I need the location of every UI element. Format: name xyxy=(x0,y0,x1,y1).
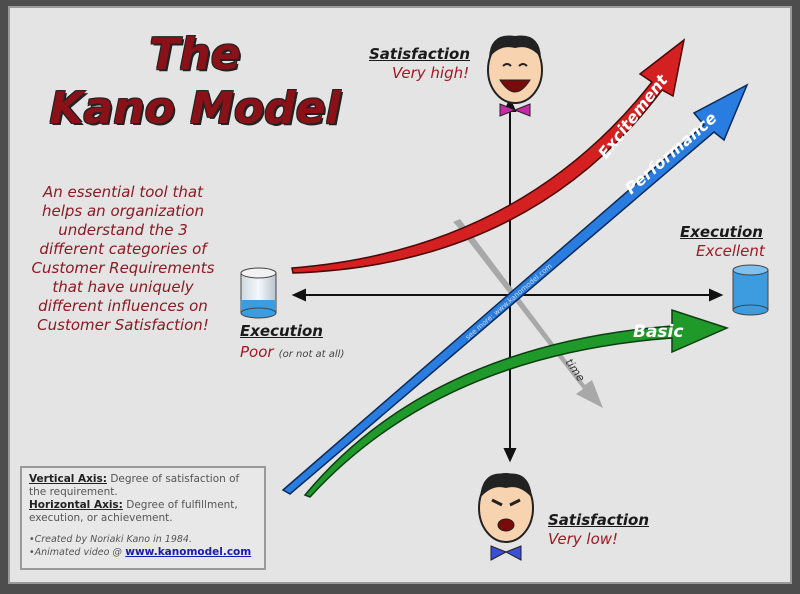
horizontal-axis-legend-label: Horizontal Axis: xyxy=(29,499,123,511)
title-line-2: Kano Model xyxy=(49,83,341,134)
bottom-axis-label: Satisfaction xyxy=(548,511,650,529)
kanomodel-link[interactable]: www.kanomodel.com xyxy=(125,546,252,558)
credit-text: •Created by Noriaki Kano in 1984. xyxy=(29,534,192,545)
top-axis-label: Satisfaction xyxy=(369,45,471,63)
description: An essential tool that helps an organiza… xyxy=(31,183,215,334)
left-axis-value-text: Poor xyxy=(240,343,274,361)
vertical-axis-legend-text: Degree of satisfaction of the requiremen… xyxy=(29,473,240,498)
vertical-axis-legend-label: Vertical Axis: xyxy=(29,473,107,485)
basic-curve: Basic xyxy=(303,308,730,498)
horizontal-axis-legend-text: Degree of fulfillment, execution, or ach… xyxy=(29,499,238,524)
cylinder-empty-icon xyxy=(240,267,277,319)
left-axis-value: Poor (or not at all) xyxy=(240,342,344,361)
time-label: time xyxy=(563,356,588,384)
left-axis-note: (or not at all) xyxy=(278,349,345,360)
legend-box: Vertical Axis: Degree of satisfaction of… xyxy=(20,466,266,570)
angry-face-icon xyxy=(478,473,534,561)
cylinder-full-icon xyxy=(732,264,769,316)
left-axis-label: Execution xyxy=(240,322,323,340)
video-prefix: •Animated video @ xyxy=(29,547,122,558)
top-axis-value: Very high! xyxy=(392,64,470,82)
page-title: The Kano Model xyxy=(30,28,360,136)
vertical-axis xyxy=(503,97,517,463)
bottom-axis-value: Very low! xyxy=(548,530,619,548)
title-line-1: The xyxy=(149,29,241,80)
basic-label: Basic xyxy=(633,322,683,342)
right-axis-value: Excellent xyxy=(696,242,765,260)
happy-face-icon xyxy=(487,35,543,117)
performance-curve: Performance see more: www.kanomodel.com xyxy=(281,83,749,495)
right-axis-label: Execution xyxy=(680,223,763,241)
